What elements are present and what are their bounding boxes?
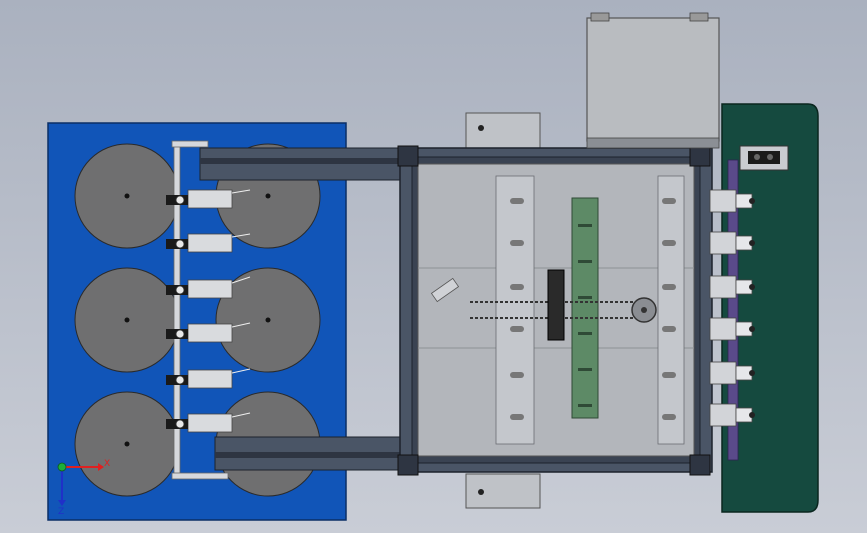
control-box-base [586,137,720,149]
tensioner-unit [166,322,251,343]
drive-sprocket-hub [641,307,647,313]
spindle-unit [709,317,755,341]
spindle-unit [709,189,755,213]
display-knob [754,154,760,160]
mount-plate-bottom [465,473,541,509]
corner-bracket [397,454,419,476]
bed-bracket [430,277,460,303]
connecting-beam-top-stripe [200,158,405,164]
mount-plate-top [465,112,541,149]
bed-guide [495,175,535,445]
reel-hub [124,441,130,447]
axis-x-label: X [104,459,110,469]
tensioner-group [166,189,251,433]
fastener-group [510,198,676,420]
tensioner-unit [166,189,251,209]
control-box [586,17,720,142]
mount-bolt [478,125,484,131]
spindle-unit [709,275,755,299]
spindle-unit [709,231,755,255]
mount-bolt [478,489,484,495]
slider-block [547,269,565,341]
tensioner-unit [166,233,251,253]
guide-rail-bottom [171,472,229,480]
reel-hub [265,317,271,323]
corner-bracket [689,145,711,167]
spindle-group [709,189,755,427]
axis-triad: X Z [57,459,110,517]
reel-hub [265,193,271,199]
control-box-bracket [590,12,610,22]
bed-guide [657,175,685,445]
spindle-rail [727,159,739,461]
axis-z-label: Z [58,507,64,517]
axis-y-dot [57,462,67,472]
connecting-beam-bottom-stripe [215,452,405,458]
display-knob [767,154,773,160]
corner-bracket [689,454,711,476]
reel-hub [124,317,130,323]
tensioner-unit [166,276,251,299]
reel-hub [124,193,130,199]
display-screen [748,151,780,164]
spindle-unit [709,361,755,385]
belt-links [578,224,592,407]
control-box-bracket [689,12,709,22]
axis-z-arrow [58,500,66,506]
axis-x-arrow [98,463,104,471]
guide-rail-top [171,140,209,148]
tensioner-unit [166,368,251,389]
tensioner-unit [166,412,251,433]
corner-bracket [397,145,419,167]
spindle-unit [709,403,755,427]
green-belt [571,197,599,419]
